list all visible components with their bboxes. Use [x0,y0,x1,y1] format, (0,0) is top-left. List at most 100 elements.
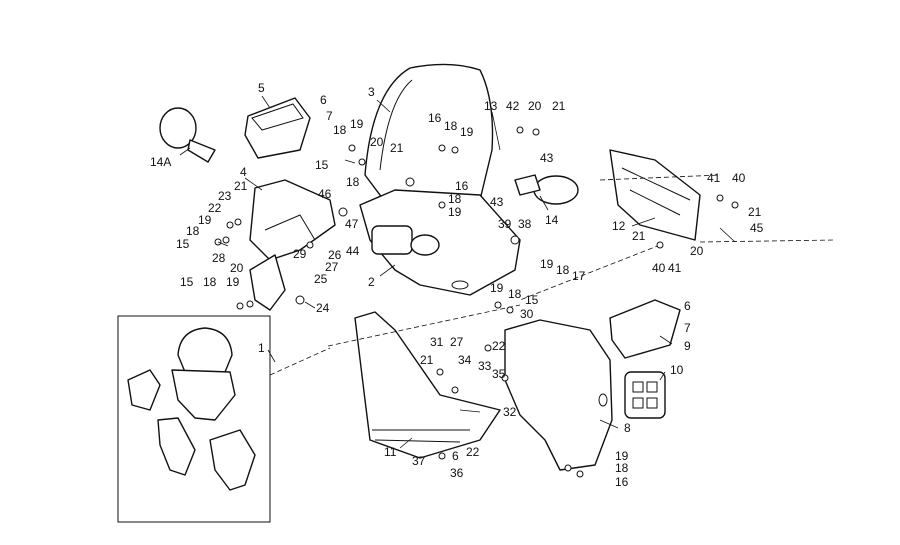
label-8: 8 [624,421,631,435]
label-19d: 19 [540,257,554,271]
label-20c: 20 [230,261,244,275]
label-21b: 21 [552,99,566,113]
label-23: 23 [218,189,232,203]
label-2: 2 [368,275,375,289]
label-15a: 15 [315,158,329,172]
part-2-upper-fairing [359,189,521,296]
label-22a: 22 [208,201,222,215]
part-3-windscreen [364,63,494,216]
label-1: 1 [258,341,265,355]
label-7: 7 [326,109,333,123]
part-4-side-panel [249,179,336,261]
part-12-frame [609,149,701,241]
inset-assembly [127,327,256,491]
label-19e: 19 [198,213,212,227]
label-6c: 6 [452,449,459,463]
label-26: 26 [328,248,342,262]
label-40b: 40 [652,261,666,275]
label-18b: 18 [346,175,360,189]
label-17: 17 [572,269,586,283]
label-16a: 16 [428,111,442,125]
label-47: 47 [345,217,359,231]
label-19a: 19 [350,117,364,131]
label-4: 4 [240,165,247,179]
label-20d: 20 [690,244,704,258]
part-5-compartment [244,97,311,159]
label-30: 30 [520,307,534,321]
label-41b: 41 [668,261,682,275]
label-25: 25 [314,272,328,286]
label-27b: 27 [450,335,464,349]
label-11: 11 [384,445,397,459]
label-18g: 18 [203,275,217,289]
label-32: 32 [503,405,517,419]
label-7b: 7 [684,321,691,335]
label-13: 13 [484,99,498,113]
label-10: 10 [670,363,684,377]
label-36: 36 [450,466,464,480]
label-20b: 20 [528,99,542,113]
label-19g: 19 [490,281,504,295]
label-3: 3 [368,85,375,99]
label-44: 44 [346,244,360,258]
label-31: 31 [430,335,444,349]
label-22b: 22 [492,339,506,353]
label-43b: 43 [490,195,504,209]
label-19c: 19 [448,205,462,219]
label-18d: 18 [448,192,462,206]
part-8-lower-fairing [504,319,613,471]
label-45: 45 [750,221,764,235]
inset-frame [117,315,271,523]
label-21c: 21 [234,179,248,193]
label-42: 42 [506,99,520,113]
label-21f: 21 [420,353,434,367]
label-18e: 18 [556,263,570,277]
label-16c: 16 [615,475,629,489]
label-19h: 19 [615,449,629,463]
label-5: 5 [258,81,265,95]
label-39: 39 [498,217,512,231]
lower-left-bracket [249,254,286,311]
label-20a: 20 [370,135,384,149]
label-28: 28 [212,251,226,265]
label-38: 38 [518,217,532,231]
label-19b: 19 [460,125,474,139]
label-27a: 27 [325,260,339,274]
part-10-vent [624,371,666,419]
label-18c: 18 [444,119,458,133]
label-14a: 14A [150,155,171,169]
label-34: 34 [458,353,472,367]
label-46: 46 [318,187,332,201]
part-14a-mirror [159,107,216,163]
label-21a: 21 [390,141,404,155]
part-11-belly [354,311,501,459]
label-41a: 41 [707,171,721,185]
label-29: 29 [293,247,307,261]
label-18i: 18 [615,461,629,475]
part-9-compartment [609,299,681,359]
hardware-fasteners [214,126,739,478]
part-labels: 5 6 7 14A 3 18 19 15 18 20 21 16 18 19 1… [150,81,764,489]
label-24: 24 [316,301,330,315]
label-6: 6 [320,93,327,107]
label-18f: 18 [186,224,200,238]
part-14-mirror [514,174,579,205]
label-15b: 15 [176,237,190,251]
label-33: 33 [478,359,492,373]
label-9: 9 [684,339,691,353]
label-15d: 15 [525,293,539,307]
label-22c: 22 [466,445,480,459]
label-18a: 18 [333,123,347,137]
label-21e: 21 [748,205,762,219]
leader-lines [179,95,736,449]
label-15c: 15 [180,275,194,289]
label-6b: 6 [684,299,691,313]
label-14: 14 [545,213,559,227]
label-12: 12 [612,219,626,233]
label-16b: 16 [455,179,469,193]
label-18h: 18 [508,287,522,301]
inset-leader [269,347,331,376]
label-35: 35 [492,367,506,381]
